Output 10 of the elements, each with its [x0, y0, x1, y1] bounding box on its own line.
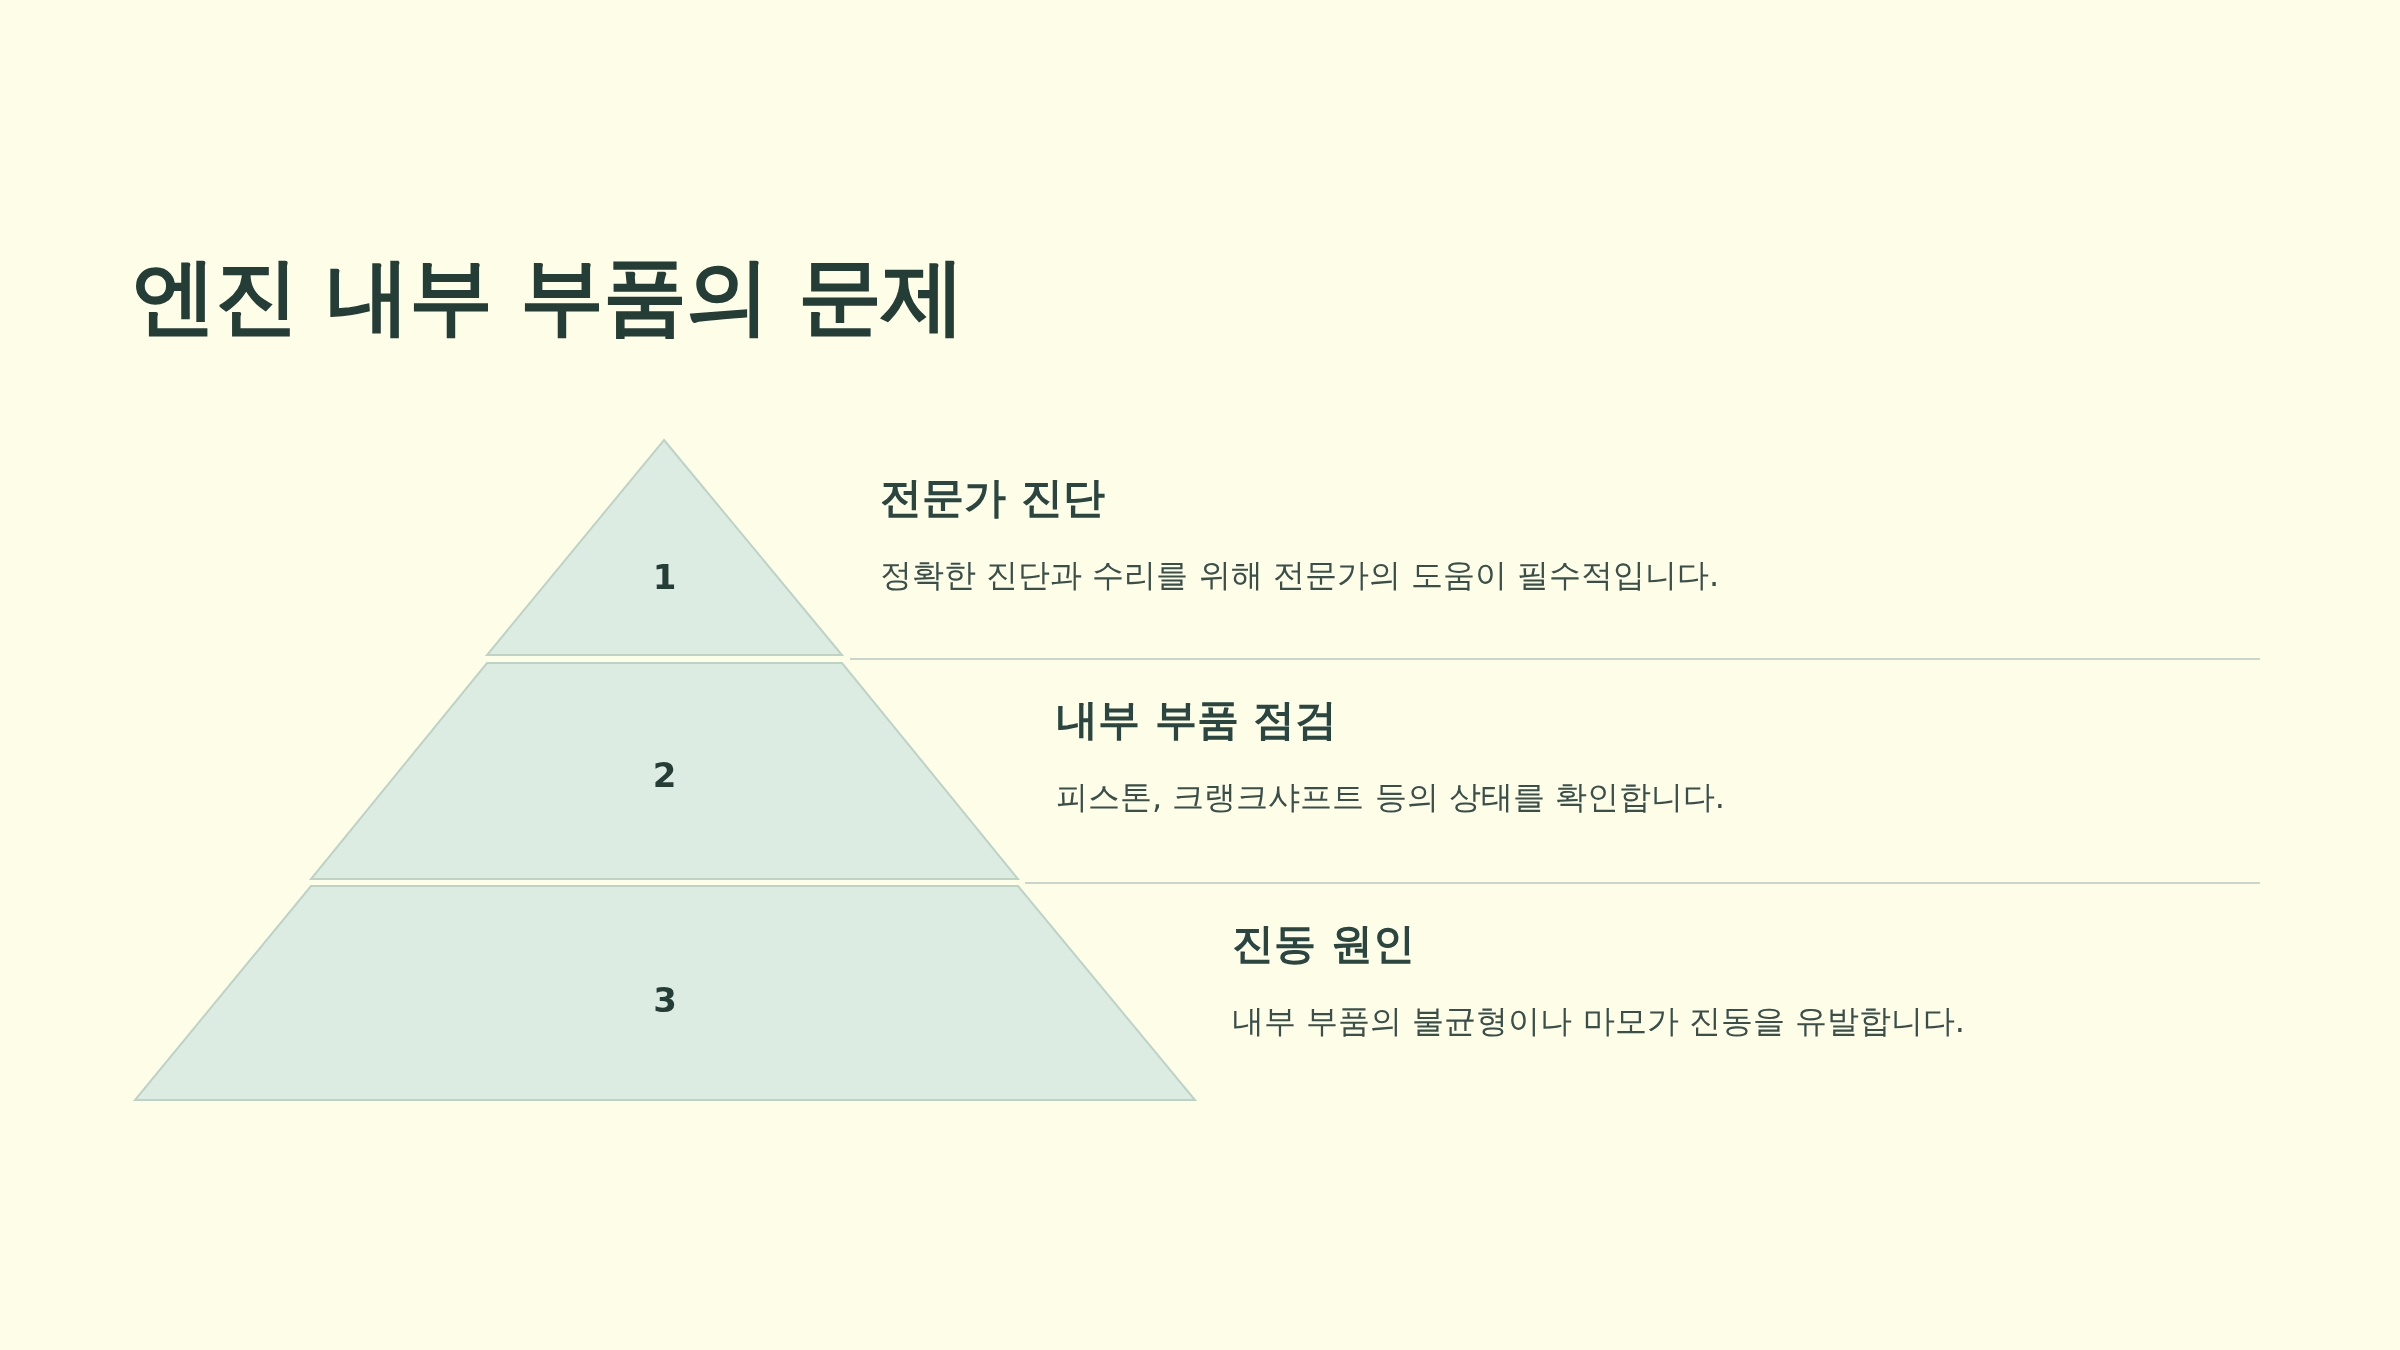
tier-number: 1	[652, 557, 677, 597]
tier-description: 피스톤, 크랭크샤프트 등의 상태를 확인합니다.	[1056, 777, 1726, 818]
tier-description: 내부 부품의 불균형이나 마모가 진동을 유발합니다.	[1232, 1001, 1966, 1042]
tier-heading: 내부 부품 점검	[1056, 694, 1339, 746]
tier-number: 2	[652, 755, 677, 795]
tier-description: 정확한 진단과 수리를 위해 전문가의 도움이 필수적입니다.	[880, 555, 1720, 596]
tier-heading: 진동 원인	[1232, 918, 1416, 970]
tier-number: 3	[653, 980, 677, 1020]
title: 엔진 내부 부품의 문제	[132, 246, 964, 347]
tier-heading: 전문가 진단	[880, 472, 1106, 524]
